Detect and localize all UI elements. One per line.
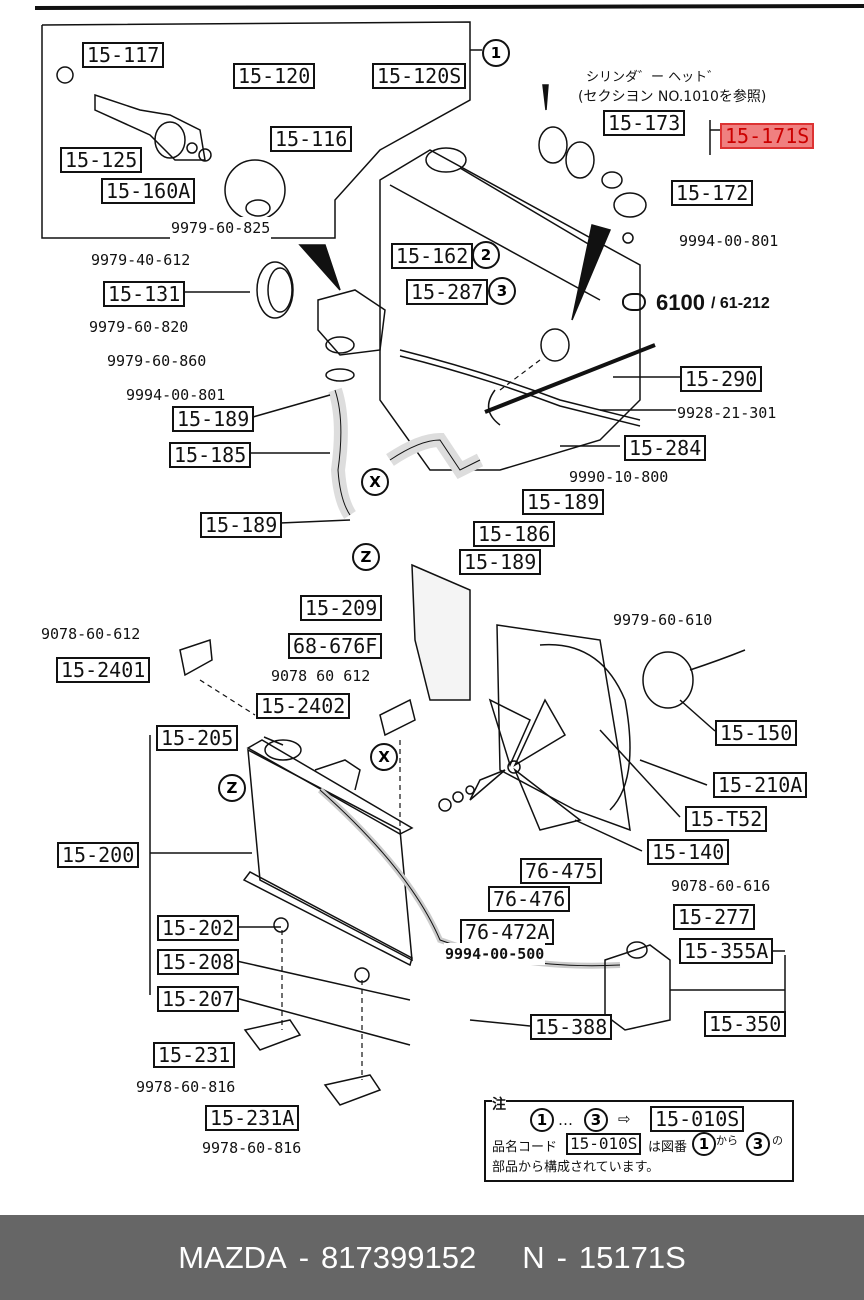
callout-15-189-a[interactable]: 15-189: [172, 406, 255, 432]
note-kit-code[interactable]: 15-010S: [650, 1106, 745, 1132]
callout-15-287[interactable]: 15-287: [406, 279, 489, 305]
note-line2-suffix: の: [772, 1134, 783, 1147]
note-line2-mid: は図番: [648, 1140, 688, 1155]
note-title: 注: [492, 1094, 506, 1114]
callout-9979-60-610[interactable]: 9979-60-610: [612, 609, 714, 631]
connection-marker-z-top: Z: [352, 543, 380, 571]
callout-15-355a[interactable]: 15-355A: [679, 938, 774, 964]
kit-composition-note: 注 1 … 3 ⇨ 15-010S 品名コード 15-010S は図番 1 から…: [484, 1094, 794, 1182]
callout-15-189-c[interactable]: 15-189: [200, 512, 283, 538]
callout-76-472a[interactable]: 76-472A: [460, 919, 555, 945]
callout-15-117[interactable]: 15-117: [82, 42, 165, 68]
callout-15-2401[interactable]: 15-2401: [56, 657, 151, 683]
callout-15-150[interactable]: 15-150: [715, 720, 798, 746]
callout-15-350[interactable]: 15-350: [704, 1011, 787, 1037]
callout-15-207[interactable]: 15-207: [157, 986, 240, 1012]
callout-9078-60-616[interactable]: 9078-60-616: [670, 875, 772, 897]
footer-part-number: 817399152: [321, 1239, 477, 1275]
cylinder-head-note-line1: シリンダ゛ー ヘット゛: [586, 70, 721, 85]
note-line2-from: 1: [692, 1132, 716, 1156]
callout-15-202[interactable]: 15-202: [157, 915, 240, 941]
group-marker-2: 2: [472, 241, 500, 269]
callout-15-120s[interactable]: 15-120S: [372, 63, 467, 89]
callout-15-277[interactable]: 15-277: [673, 904, 756, 930]
callout-15-231a[interactable]: 15-231A: [205, 1105, 300, 1131]
callout-76-476[interactable]: 76-476: [488, 886, 571, 912]
callout-15-290[interactable]: 15-290: [680, 366, 763, 392]
connection-marker-z-bottom: Z: [218, 774, 246, 802]
footer-brand: MAZDA: [178, 1239, 287, 1275]
callout-15-200[interactable]: 15-200: [57, 842, 140, 868]
cylinder-head-note-line2: (セクシヨン NO.1010を参照): [578, 89, 767, 105]
callout-15-186[interactable]: 15-186: [473, 521, 556, 547]
callout-76-475[interactable]: 76-475: [520, 858, 603, 884]
note-line3: 部品から構成されています。: [492, 1160, 660, 1175]
section-ref-sub[interactable]: / 61-212: [711, 295, 770, 312]
callout-15-185[interactable]: 15-185: [169, 442, 252, 468]
callout-15-172[interactable]: 15-172: [671, 180, 754, 206]
section-ref-main[interactable]: 6100: [656, 290, 705, 315]
callout-15-162[interactable]: 15-162: [391, 243, 474, 269]
note-line2-code[interactable]: 15-010S: [566, 1133, 642, 1155]
callout-15-140[interactable]: 15-140: [647, 839, 730, 865]
footer-separator-2: -: [556, 1239, 567, 1275]
diagram-linework: [34, 4, 864, 1106]
note-line2-prefix: 品名コード: [492, 1140, 558, 1155]
callout-15-131[interactable]: 15-131: [103, 281, 186, 307]
callout-9078-60-612[interactable]: 9078-60-612: [40, 623, 142, 645]
callout-15-160a[interactable]: 15-160A: [101, 178, 196, 204]
callout-15-2402[interactable]: 15-2402: [256, 693, 351, 719]
group-marker-1: 1: [482, 39, 510, 67]
callout-9979-40-612[interactable]: 9979-40-612: [90, 249, 192, 271]
note-line2-kara: から: [716, 1134, 738, 1147]
callout-15-120[interactable]: 15-120: [233, 63, 316, 89]
callout-9979-60-825[interactable]: 9979-60-825: [170, 217, 272, 239]
callout-9978-60-816-b[interactable]: 9978-60-816: [201, 1137, 303, 1159]
callout-15-205[interactable]: 15-205: [156, 725, 239, 751]
group-marker-3: 3: [488, 277, 516, 305]
callout-9990-10-800[interactable]: 9990-10-800: [568, 466, 670, 488]
callout-9994-00-801-top[interactable]: 9994-00-801: [678, 230, 780, 252]
callout-15-209[interactable]: 15-209: [300, 595, 383, 621]
callout-9994-00-500[interactable]: 9994-00-500: [444, 943, 546, 965]
callout-15-116[interactable]: 15-116: [270, 126, 353, 152]
callout-15-171s-highlighted[interactable]: 15-171S: [720, 123, 815, 149]
callout-9978-60-816-a[interactable]: 9978-60-816: [135, 1076, 237, 1098]
callout-9994-00-801-left[interactable]: 9994-00-801: [125, 384, 227, 406]
note-range-start: 1: [530, 1108, 554, 1132]
callout-15-173[interactable]: 15-173: [603, 110, 686, 136]
callout-9928-21-301[interactable]: 9928-21-301: [676, 402, 778, 424]
arrow-right-icon: ⇨: [618, 1110, 631, 1128]
callout-68-676f[interactable]: 68-676F: [288, 633, 383, 659]
connection-marker-x-top: X: [361, 468, 389, 496]
footer-separator-1: -: [298, 1239, 310, 1275]
callout-15-284[interactable]: 15-284: [624, 435, 707, 461]
callout-15-125[interactable]: 15-125: [60, 147, 143, 173]
callout-9979-60-860[interactable]: 9979-60-860: [106, 350, 208, 372]
part-number-footer: MAZDA - 817399152 N - 15171S: [0, 1215, 864, 1300]
callout-15-189-d[interactable]: 15-189: [459, 549, 542, 575]
connection-marker-x-bottom: X: [370, 743, 398, 771]
footer-code: 15171S: [578, 1239, 686, 1275]
pointing-hand-icon: [622, 293, 646, 311]
callout-15-189-b[interactable]: 15-189: [522, 489, 605, 515]
footer-prefix: N: [522, 1239, 545, 1275]
callout-9979-60-820[interactable]: 9979-60-820: [88, 316, 190, 338]
callout-15-208[interactable]: 15-208: [157, 949, 240, 975]
callout-9078-60-612-b[interactable]: 9078 60 612: [270, 665, 372, 687]
note-range-sep: …: [558, 1111, 573, 1129]
callout-15-388[interactable]: 15-388: [530, 1014, 613, 1040]
note-range-end: 3: [584, 1108, 608, 1132]
callout-15-231[interactable]: 15-231: [153, 1042, 236, 1068]
callout-15-210a[interactable]: 15-210A: [713, 772, 808, 798]
note-line2-to: 3: [746, 1132, 770, 1156]
callout-15-t52[interactable]: 15-T52: [685, 806, 768, 832]
parts-diagram: 15-117 15-120 15-120S 15-116 15-125 15-1…: [34, 4, 864, 1182]
